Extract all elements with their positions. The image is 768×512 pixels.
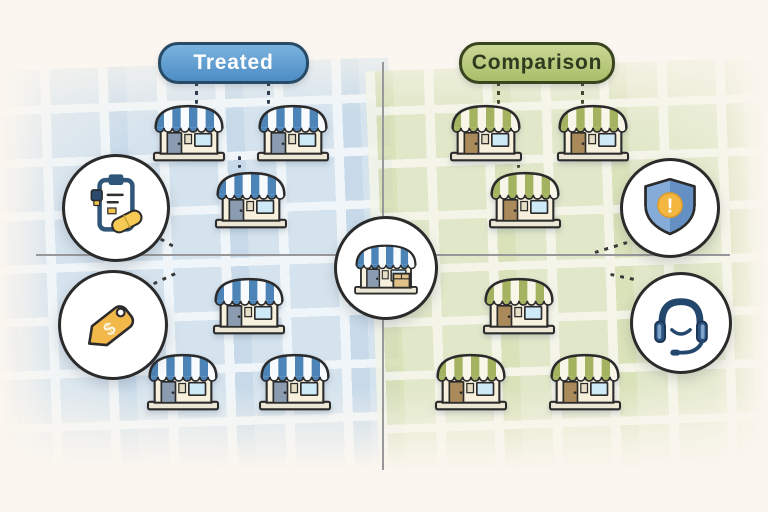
svg-text:!: ! <box>667 195 674 217</box>
support-headset-circle <box>630 272 732 374</box>
store-icon-comparison <box>477 275 561 335</box>
clipboard-checklist-icon <box>90 174 143 234</box>
dotted-connector <box>497 82 500 104</box>
treated-label-pill: Treated <box>158 42 309 84</box>
center-store-circle <box>334 216 438 320</box>
price-tag-icon: $ <box>87 305 135 347</box>
store-icon-treated <box>147 102 231 162</box>
alert-shield-circle: ! <box>620 158 720 258</box>
store-icon-comparison <box>543 351 627 411</box>
store-icon-treated <box>207 275 291 335</box>
clipboard-circle <box>62 154 170 262</box>
alert-shield-icon: ! <box>644 177 696 236</box>
dotted-connector <box>238 156 241 168</box>
store-icon-comparison <box>429 351 513 411</box>
store-icon-treated <box>253 351 337 411</box>
store-icon-comparison <box>551 102 635 162</box>
dotted-connector <box>195 82 198 104</box>
store-icon-treated <box>209 169 293 229</box>
store-icon-comparison <box>483 169 567 229</box>
dotted-connector <box>267 82 270 104</box>
comparison-label-pill: Comparison <box>459 42 615 84</box>
support-headset-icon <box>654 298 708 356</box>
price-tag-circle: $ <box>58 270 168 380</box>
store-icon-comparison <box>444 102 528 162</box>
dotted-connector <box>581 82 584 104</box>
store-with-package-icon <box>349 242 423 295</box>
store-icon-treated <box>251 102 335 162</box>
